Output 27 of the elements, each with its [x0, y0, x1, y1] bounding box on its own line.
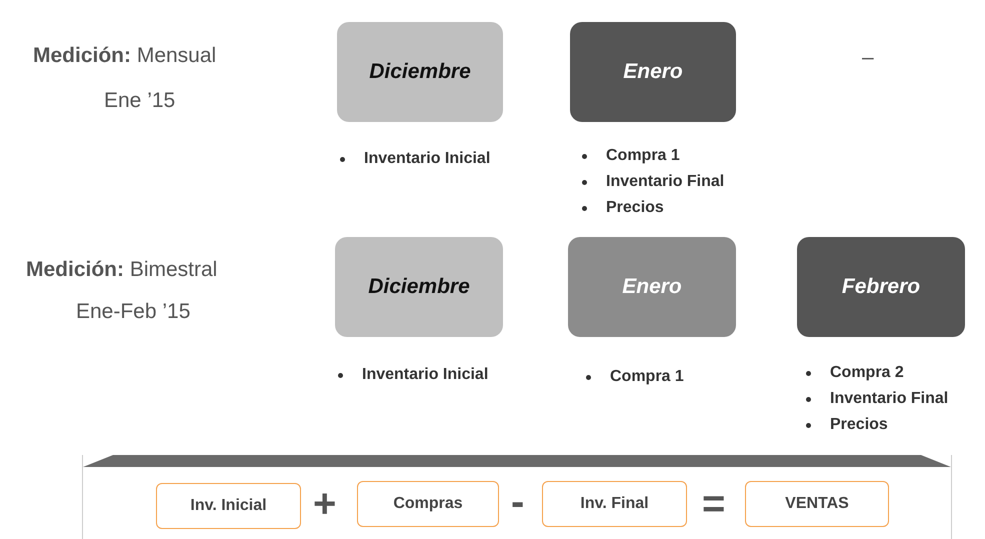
bullet-item: Precios [830, 416, 888, 433]
bullet-item: Inventario Inicial [364, 150, 490, 167]
operator-sign: - [511, 482, 524, 522]
bullet-item: Inventario Final [606, 173, 724, 190]
month-card: Enero [570, 22, 736, 122]
period-label: Ene-Feb ’15 [76, 300, 190, 324]
operator-sign: + [313, 484, 336, 524]
tray-bar [82, 455, 952, 539]
month-card: Diciembre [335, 237, 503, 337]
placeholder-dash: – [862, 46, 874, 70]
formula-term: Compras [357, 481, 499, 527]
bullet-item: Inventario Inicial [362, 366, 488, 383]
month-card: Febrero [797, 237, 965, 337]
measure-label: Medición: Bimestral [26, 258, 218, 282]
bullet-item: Compra 2 [830, 364, 904, 381]
formula-term: Inv. Inicial [156, 483, 301, 529]
formula-term: Inv. Final [542, 481, 687, 527]
measure-label: Medición: Mensual [33, 44, 216, 68]
bullet-item: Inventario Final [830, 390, 948, 407]
bullet-item: Compra 1 [610, 368, 684, 385]
operator-sign: = [702, 484, 726, 524]
period-label: Ene ’15 [104, 89, 176, 113]
formula-term: VENTAS [745, 481, 889, 527]
bullet-item: Precios [606, 199, 664, 216]
month-card: Diciembre [337, 22, 503, 122]
month-card: Enero [568, 237, 736, 337]
bullet-item: Compra 1 [606, 147, 680, 164]
